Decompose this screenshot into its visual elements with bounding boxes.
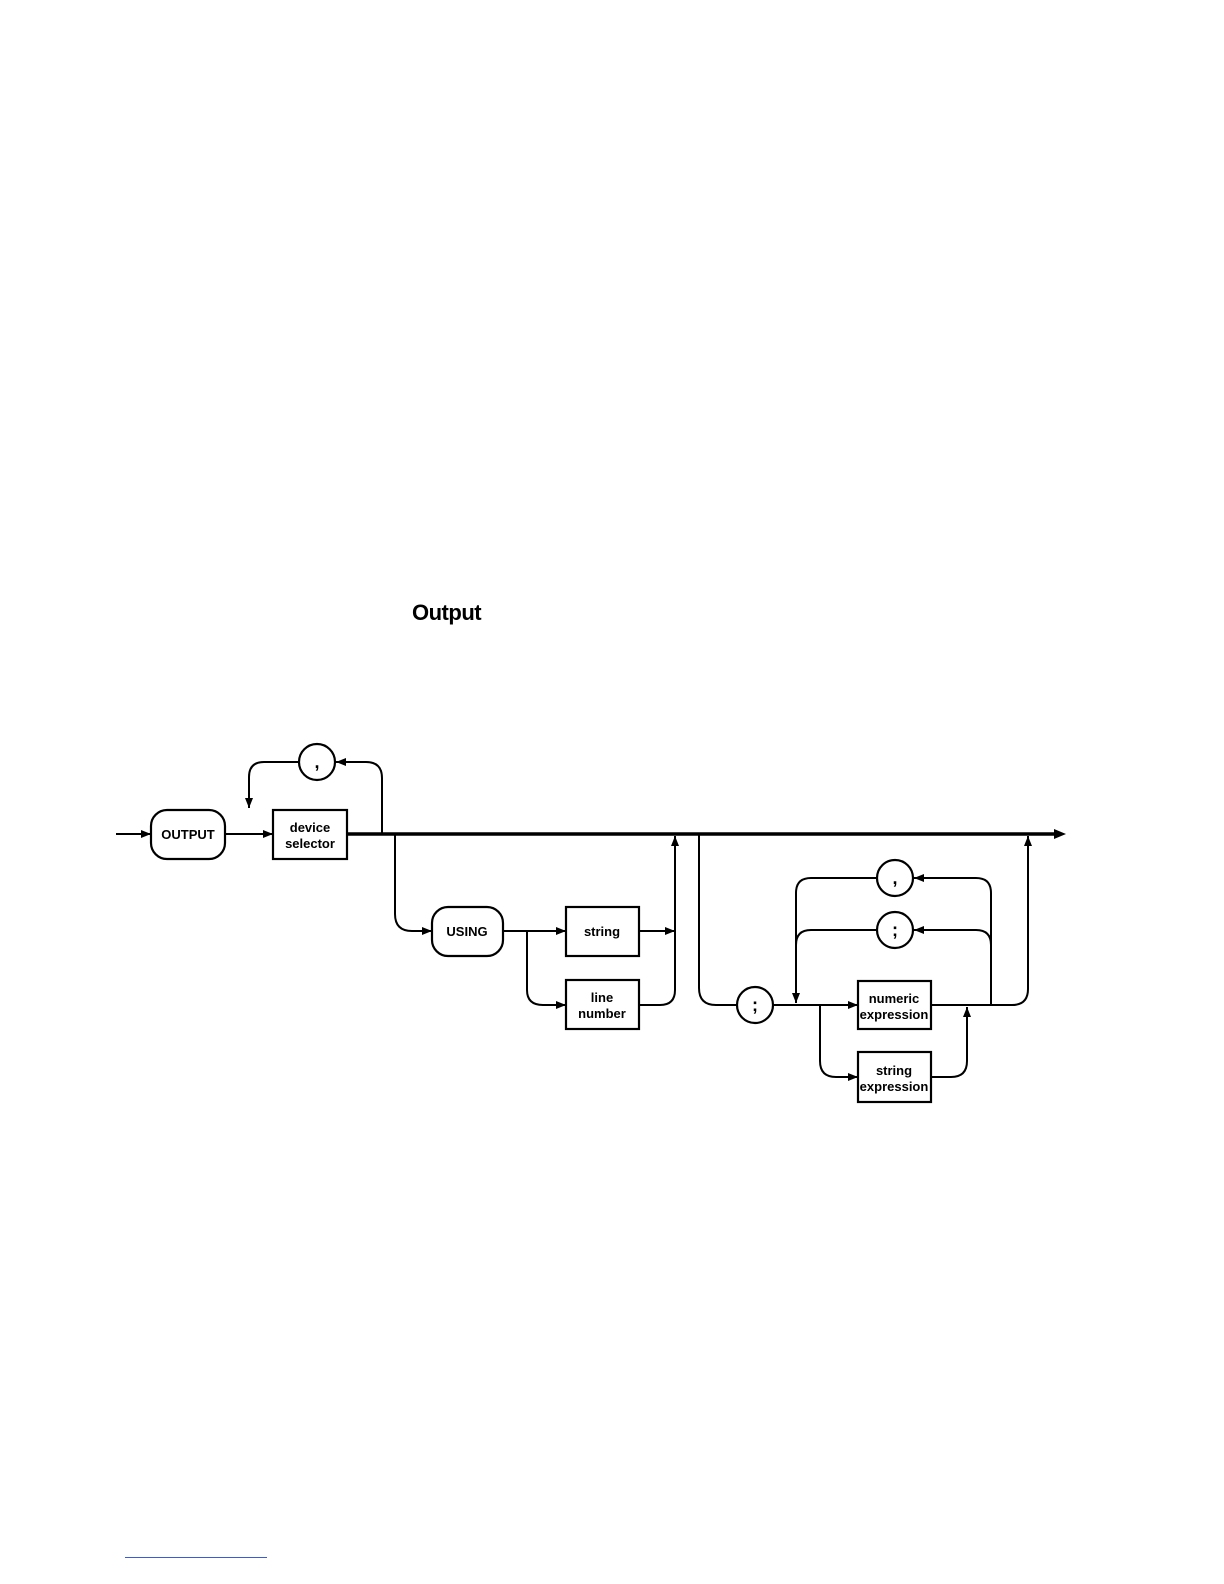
svg-text:selector: selector xyxy=(285,836,335,851)
output-keyword: OUTPUT xyxy=(151,810,225,859)
semicolon-loop-in xyxy=(914,930,991,945)
svg-text:string: string xyxy=(584,924,620,939)
device-loop-left xyxy=(249,762,298,808)
semicolon-entry-separator: ; xyxy=(737,987,773,1023)
to-string-expression-arrow xyxy=(820,1005,858,1077)
svg-text:;: ; xyxy=(752,995,758,1015)
svg-text:USING: USING xyxy=(446,924,487,939)
svg-text:string: string xyxy=(876,1063,912,1078)
device-selector-box: device selector xyxy=(273,810,347,859)
semicolon-loop-separator: ; xyxy=(877,912,913,948)
using-keyword: USING xyxy=(432,907,503,956)
svg-text:line: line xyxy=(591,990,613,1005)
footer-rule xyxy=(125,1557,267,1558)
svg-text:,: , xyxy=(314,752,319,772)
svg-text:numeric: numeric xyxy=(869,991,920,1006)
list-branch-in xyxy=(699,834,737,1005)
list-return-arrow xyxy=(931,836,1028,1005)
svg-text:expression: expression xyxy=(860,1079,929,1094)
svg-text:expression: expression xyxy=(860,1007,929,1022)
svg-text:device: device xyxy=(290,820,330,835)
using-to-linenumber-arrow xyxy=(527,931,566,1005)
string-expr-merge-arrow xyxy=(931,1007,967,1077)
svg-text:,: , xyxy=(892,868,897,888)
comma-loop-separator: , xyxy=(877,860,913,896)
numeric-expression-box: numeric expression xyxy=(858,981,931,1029)
string-expression-box: string expression xyxy=(858,1052,931,1102)
string-box: string xyxy=(566,907,639,956)
svg-text:OUTPUT: OUTPUT xyxy=(161,827,215,842)
exit-arrow xyxy=(1054,829,1066,839)
svg-text:number: number xyxy=(578,1006,626,1021)
semicolon-loop-out xyxy=(796,930,876,945)
line-number-box: line number xyxy=(566,980,639,1029)
svg-text:;: ; xyxy=(892,920,898,940)
comma-separator-top: , xyxy=(299,744,335,780)
using-branch-in xyxy=(395,834,432,931)
using-return-arrow xyxy=(639,836,675,1005)
